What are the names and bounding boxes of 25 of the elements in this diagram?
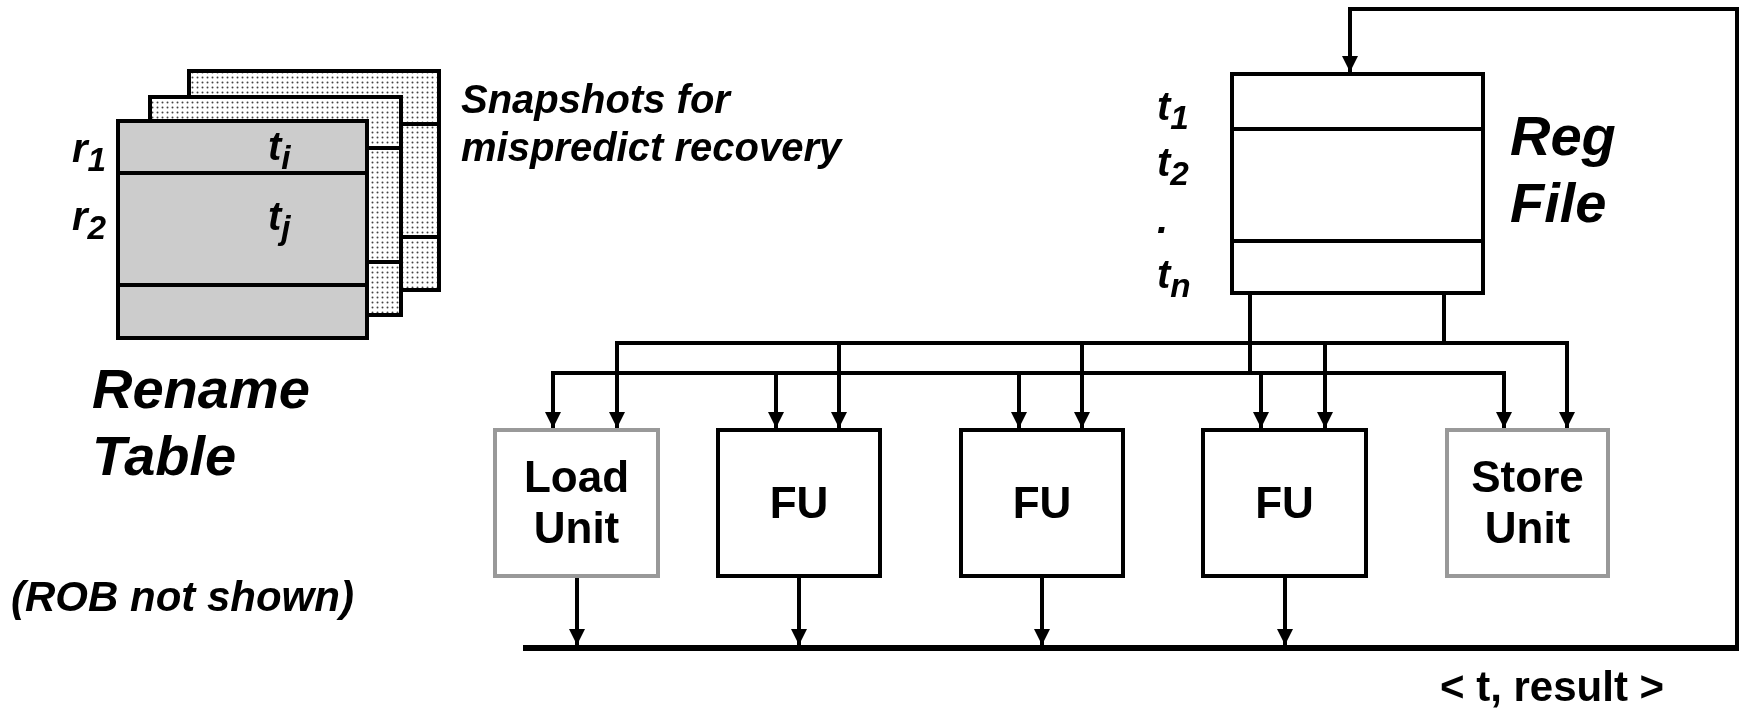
arrow bbox=[569, 578, 585, 645]
functional-unit-box: FU bbox=[959, 428, 1125, 578]
functional-unit-box: FU bbox=[1201, 428, 1368, 578]
functional-unit-box: FU bbox=[716, 428, 882, 578]
arrow bbox=[1034, 578, 1050, 645]
note: (ROB not shown) bbox=[11, 572, 354, 622]
annotation: Snapshots for mispredict recovery bbox=[461, 76, 844, 171]
row-label: t$_{j}$ bbox=[268, 193, 291, 248]
arrow bbox=[1248, 295, 1512, 428]
arrow bbox=[1342, 7, 1739, 645]
arrow bbox=[1277, 578, 1293, 645]
load-unit-box: Load Unit bbox=[493, 428, 660, 578]
row-label: t$_{n}$ bbox=[1157, 251, 1191, 306]
result-bus bbox=[523, 645, 1739, 651]
store-unit-box: Store Unit bbox=[1445, 428, 1610, 578]
row-label: . bbox=[1157, 196, 1169, 243]
row-label: t$_{2}$ bbox=[1157, 139, 1189, 194]
arrow bbox=[791, 578, 807, 645]
row-label: t$_{1}$ bbox=[1157, 83, 1189, 138]
row-label: t$_{i}$ bbox=[268, 123, 291, 178]
row-label: r$_{1}$ bbox=[72, 125, 107, 180]
table-title: Rename Table bbox=[92, 356, 311, 490]
table-title: Reg File bbox=[1510, 103, 1617, 237]
arrow bbox=[1442, 295, 1575, 428]
row-label: r$_{2}$ bbox=[72, 193, 107, 248]
